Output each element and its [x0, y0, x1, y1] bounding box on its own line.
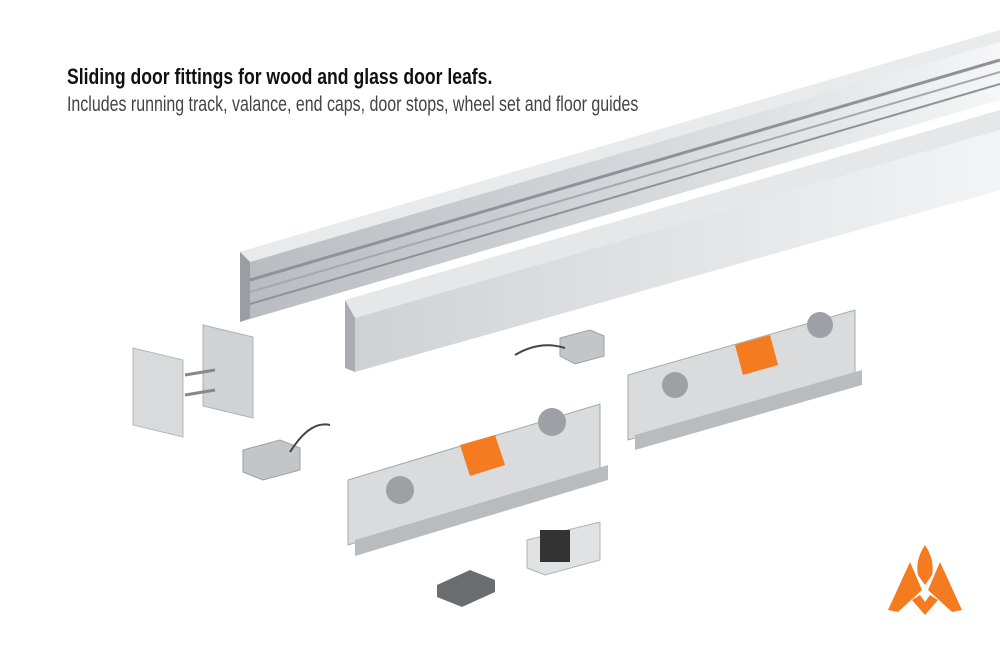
subline: Includes running track, valance, end cap… — [67, 93, 639, 116]
floor-guide-plate — [437, 570, 495, 607]
end-caps — [132, 324, 254, 438]
floor-guide — [526, 521, 601, 576]
brand-logo-icon — [888, 545, 962, 615]
valance — [345, 110, 1000, 372]
wheel-set — [627, 309, 862, 450]
running-track — [240, 30, 1000, 322]
door-stop — [242, 423, 331, 481]
wheel-set — [347, 403, 608, 556]
door-stop — [514, 329, 605, 365]
headline: Sliding door fittings for wood and glass… — [67, 64, 493, 89]
